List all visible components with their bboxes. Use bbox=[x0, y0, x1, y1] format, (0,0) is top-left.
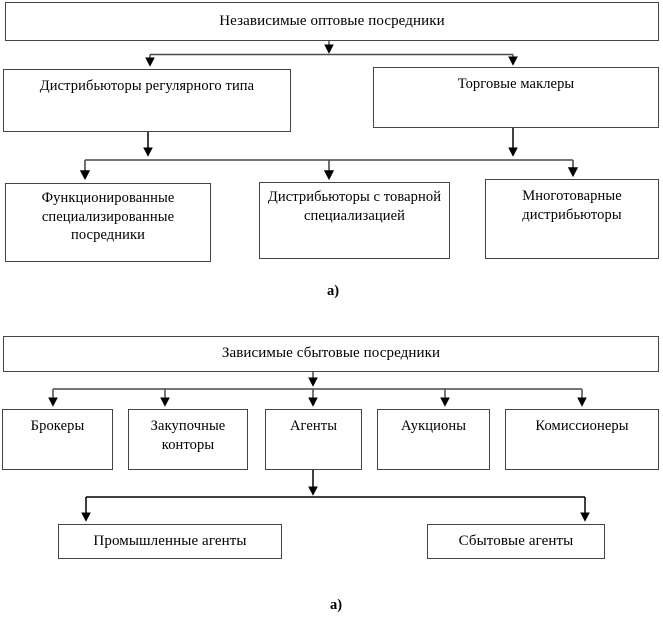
diagram-b-level2-label-4: Аукционы bbox=[400, 418, 467, 434]
connector-b-root-to-bus2 bbox=[53, 371, 582, 390]
connector-a-bus3 bbox=[79, 159, 579, 181]
diagram-a-level2-box-2[interactable]: Торговые маклеры bbox=[373, 67, 659, 128]
diagram-b-level2-box-3[interactable]: Агенты bbox=[265, 409, 362, 470]
connector-b-bus3 bbox=[81, 496, 590, 522]
diagram-a-level2-box-1[interactable]: Дистрибьюторы регулярного типа bbox=[3, 69, 291, 132]
diagram-a-level2-label-1: Дистрибьюторы регулярного типа bbox=[39, 78, 255, 94]
diagram-a-level3-label-2: Дистрибьюторы с товарной специализацией bbox=[267, 189, 442, 224]
diagram-a-level3-box-3[interactable]: Многотоварные дистрибьюторы bbox=[485, 179, 659, 259]
connector-a-bus2-drops bbox=[145, 54, 518, 67]
diagram-a-caption: a) bbox=[327, 283, 340, 299]
diagram-a-root-box[interactable]: Независимые оптовые посредники bbox=[5, 2, 659, 41]
diagram-b-level2-box-2[interactable]: Закупочные конторы bbox=[128, 409, 248, 470]
connector-b-bus2-drops bbox=[48, 389, 587, 407]
diagram-b-level2-label-3: Агенты bbox=[289, 418, 338, 434]
diagram-b-root-box[interactable]: Зависимые сбытовые посредники bbox=[3, 336, 659, 372]
diagram-b-level2-box-4[interactable]: Аукционы bbox=[377, 409, 490, 470]
diagram-b-level2-label-5: Комиссионеры bbox=[535, 418, 629, 434]
diagram-b-level3-label-2: Сбытовые агенты bbox=[458, 532, 574, 549]
diagram-a-level3-box-2[interactable]: Дистрибьюторы с товарной специализацией bbox=[259, 182, 450, 259]
diagram-b-level2-box-1[interactable]: Брокеры bbox=[2, 409, 113, 470]
diagram-b-caption: a) bbox=[330, 597, 343, 613]
connector-a-root-to-bus2 bbox=[150, 41, 513, 56]
diagram-b-level2-box-5[interactable]: Комиссионеры bbox=[505, 409, 659, 470]
diagram-a-root-label: Независимые оптовые посредники bbox=[219, 12, 445, 29]
diagram-a-level3-label-1: Функционированные специализированные пос… bbox=[41, 190, 175, 244]
diagram-b-level3-box-1[interactable]: Промышленные агенты bbox=[58, 524, 282, 559]
diagram-b-level2-label-2: Закупочные конторы bbox=[150, 418, 226, 453]
diagram-b-level3-box-2[interactable]: Сбытовые агенты bbox=[427, 524, 605, 559]
diagram-b-level2-label-1: Брокеры bbox=[30, 418, 85, 434]
diagram-a-level3-box-1[interactable]: Функционированные специализированные пос… bbox=[5, 183, 211, 262]
diagram-b-level3-label-1: Промышленные агенты bbox=[93, 532, 247, 549]
diagram-a-level2-label-2: Торговые маклеры bbox=[457, 76, 575, 92]
diagram-a-level3-label-3: Многотоварные дистрибьюторы bbox=[522, 188, 622, 223]
diagram-b-root-label: Зависимые сбытовые посредники bbox=[221, 345, 441, 362]
